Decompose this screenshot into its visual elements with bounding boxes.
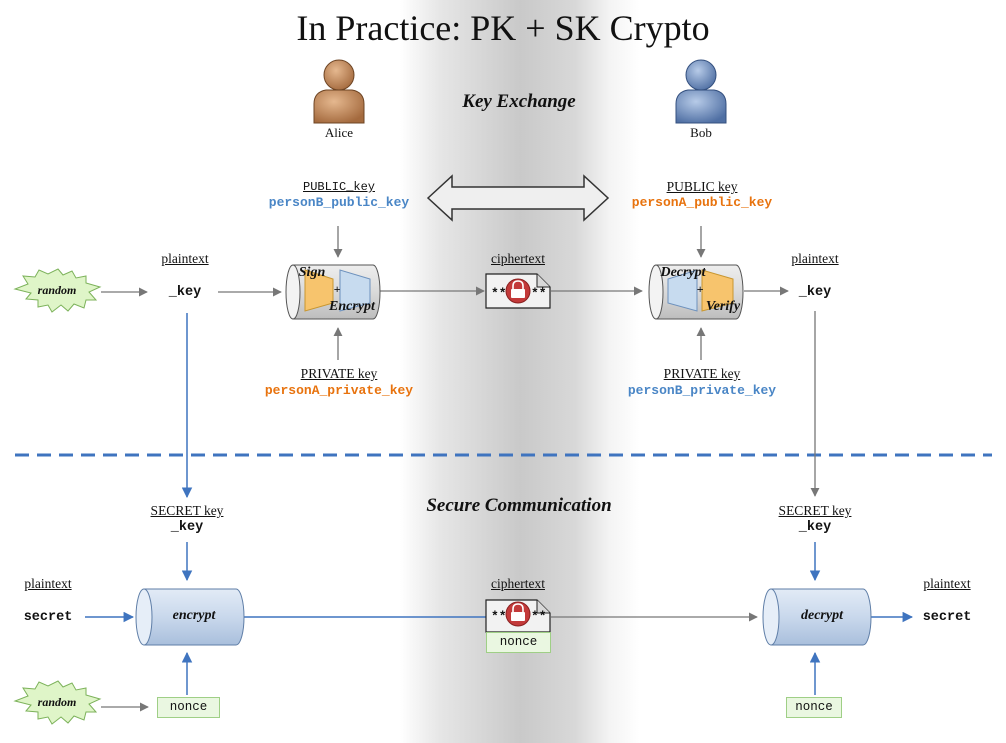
key-exchange-arrows xyxy=(101,226,820,712)
nonce-box-right: nonce xyxy=(786,697,842,718)
decrypt-verify-cylinder xyxy=(648,264,744,320)
random-burst-top xyxy=(13,268,102,313)
bob-icon xyxy=(675,59,727,124)
secret-key-label-left: SECRET key xyxy=(150,503,224,518)
private-key-label-left: PRIVATE key xyxy=(300,366,378,381)
plaintext-label-right: plaintext xyxy=(791,251,839,266)
decrypt-cylinder-label: decrypt xyxy=(801,608,843,623)
secret-key-label-right: SECRET key xyxy=(778,503,852,518)
random-label-bottom: random xyxy=(37,695,77,709)
random-burst-bottom xyxy=(13,680,102,725)
plus-label-right: + xyxy=(696,282,704,296)
private-key-value-right: personB_private_key xyxy=(627,383,777,398)
nonce-box-left: nonce xyxy=(157,697,220,718)
verify-label: Verify xyxy=(705,299,741,314)
plus-label-left: + xyxy=(333,282,341,296)
page-title: In Practice: PK + SK Crypto xyxy=(296,8,710,48)
private-key-label-right: PRIVATE key xyxy=(663,366,741,381)
plaintext-label-bottom-left: plaintext xyxy=(24,576,72,591)
section-title-secure-communication: Secure Communication xyxy=(426,495,612,516)
alice-label: Alice xyxy=(324,125,354,140)
lock-icon xyxy=(505,601,531,627)
encrypt-cylinder-label: encrypt xyxy=(172,608,216,623)
public-key-value-right: personA_public_key xyxy=(631,195,773,210)
section-title-key-exchange: Key Exchange xyxy=(462,91,576,112)
secure-comm-arrows xyxy=(85,313,914,695)
cipher-stars-right-top: ** xyxy=(531,286,547,301)
encrypt-label: Encrypt xyxy=(329,299,375,314)
double-arrow-icon xyxy=(426,174,610,222)
nonce-cipher-box: nonce xyxy=(486,632,551,653)
plaintext-value-right: _key xyxy=(798,285,832,300)
plaintext-value-left: _key xyxy=(168,285,202,300)
decrypt-cylinder xyxy=(762,588,872,646)
sign-encrypt-cylinder xyxy=(285,264,381,320)
public-key-label-right: PUBLIC key xyxy=(666,179,738,194)
cipher-stars-left-bottom: ** xyxy=(491,609,507,624)
encrypt-cylinder xyxy=(135,588,245,646)
cipher-stars-right-bottom: ** xyxy=(531,609,547,624)
private-key-value-left: personA_private_key xyxy=(264,383,414,398)
sign-label: Sign xyxy=(298,265,326,280)
bob-label: Bob xyxy=(690,125,712,140)
plaintext-label-bottom-right: plaintext xyxy=(923,576,971,591)
random-label-top: random xyxy=(37,283,77,297)
decrypt-label: Decrypt xyxy=(660,265,706,280)
plaintext-label-left: plaintext xyxy=(161,251,209,266)
plaintext-value-bottom-right: secret xyxy=(922,610,972,625)
cipher-stars-left-top: ** xyxy=(491,286,507,301)
secret-key-value-left: _key xyxy=(170,520,204,535)
secret-key-value-right: _key xyxy=(798,520,832,535)
public-key-value-left: personB_public_key xyxy=(268,195,410,210)
public-key-label-left: PUBLIC_key xyxy=(302,180,376,194)
ciphertext-label-bottom: ciphertext xyxy=(491,576,545,591)
lock-icon xyxy=(505,278,531,304)
alice-icon xyxy=(313,59,365,124)
ciphertext-label-top: ciphertext xyxy=(491,251,545,266)
plaintext-value-bottom-left: secret xyxy=(23,610,73,625)
